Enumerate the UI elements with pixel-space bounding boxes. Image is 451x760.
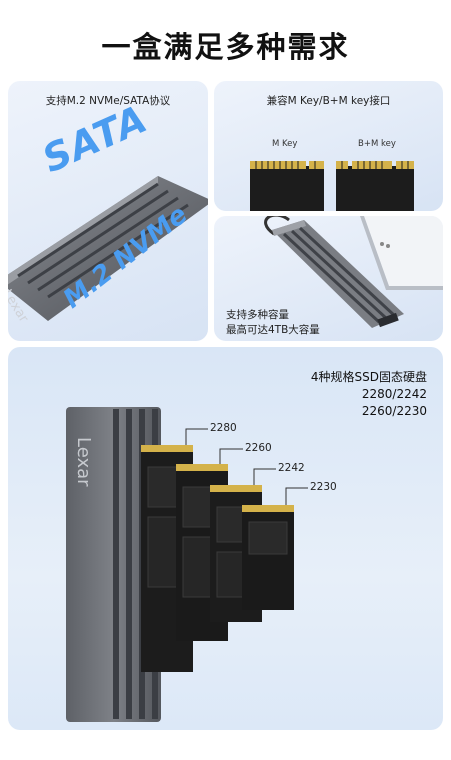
connector-images [250,161,414,211]
sizes-spec: 4种规格SSD固态硬盘 2280/2242 2260/2230 [311,369,427,420]
enclosure-laptop-image [264,216,443,328]
m-key-label: M Key [272,139,298,149]
label-2242: 2242 [278,462,305,474]
sizes-heading: 4种规格SSD固态硬盘 [310,370,427,384]
protocol-caption: 支持M.2 NVMe/SATA协议 [45,95,171,107]
key-panel: 兼容M Key/B+M key接口 M Key B+M key [214,81,443,211]
capacity-panel: 支持多种容量 最高可达4TB大容量 [214,216,443,341]
enclosure-angled-image [8,176,208,321]
page-title: 一盒满足多种需求 [101,30,350,64]
label-2260: 2260 [245,442,272,454]
ssd-stack-image [66,407,308,722]
ssd-sizes-panel: 4种规格SSD固态硬盘 2280/2242 2260/2230 [8,347,443,730]
key-caption: 兼容M Key/B+M key接口 [266,95,391,107]
label-2230: 2230 [310,481,337,493]
capacity-line2: 最高可达4TB大容量 [226,324,320,336]
enclosure-brand-logo: Lexar [73,437,94,487]
protocol-panel: 支持M.2 NVMe/SATA协议 SATA M.2 NVMe Lexar [8,81,208,341]
sizes-line3: 2260/2230 [361,404,427,418]
capacity-line1: 支持多种容量 [226,309,289,321]
sizes-line2: 2280/2242 [361,387,427,401]
bm-key-label: B+M key [358,139,396,149]
label-2280: 2280 [210,422,237,434]
